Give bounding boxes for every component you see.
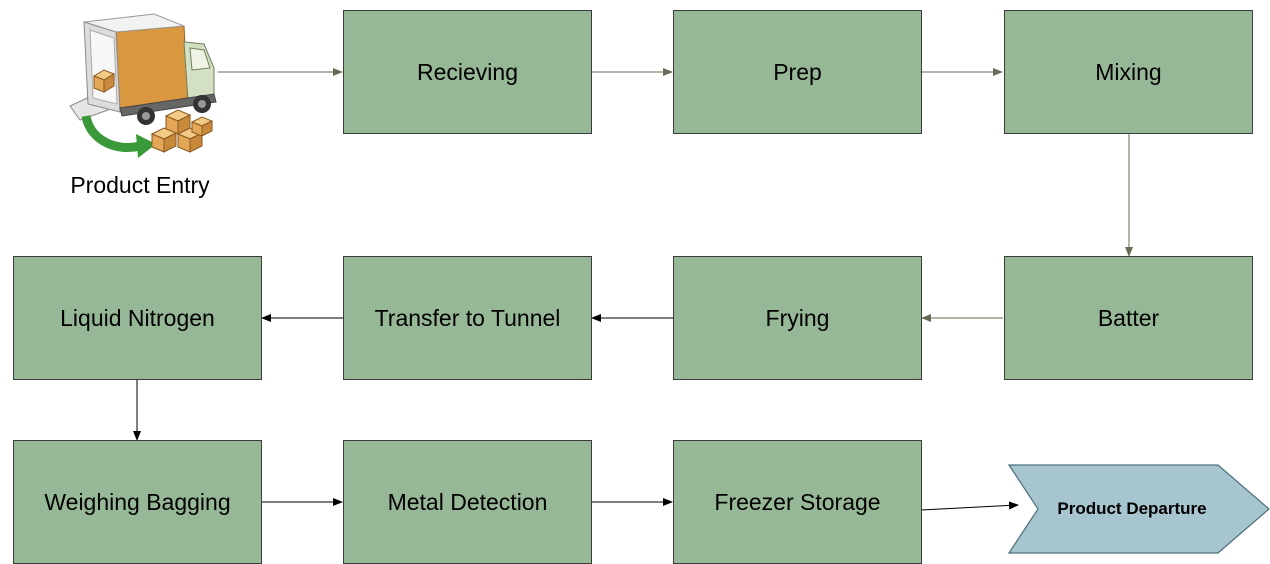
- step-transfer-to-tunnel: Transfer to Tunnel: [343, 256, 592, 380]
- arrow-freezer-to-departure: [920, 501, 1019, 511]
- step-liquid-nitrogen: Liquid Nitrogen: [13, 256, 262, 380]
- step-freezer-storage: Freezer Storage: [673, 440, 922, 564]
- step-frying: Frying: [673, 256, 922, 380]
- delivery-truck-icon: [69, 13, 217, 158]
- product-entry-label: Product Entry: [70, 172, 210, 198]
- step-weighing-bagging: Weighing Bagging: [13, 440, 262, 564]
- step-mixing: Mixing: [1004, 10, 1253, 134]
- product-departure-arrow: [1008, 464, 1270, 554]
- step-prep: Prep: [673, 10, 922, 134]
- step-metal-detection: Metal Detection: [343, 440, 592, 564]
- step-receiving: Recieving: [343, 10, 592, 134]
- step-batter: Batter: [1004, 256, 1253, 380]
- product-departure-label: Product Departure: [1057, 499, 1207, 518]
